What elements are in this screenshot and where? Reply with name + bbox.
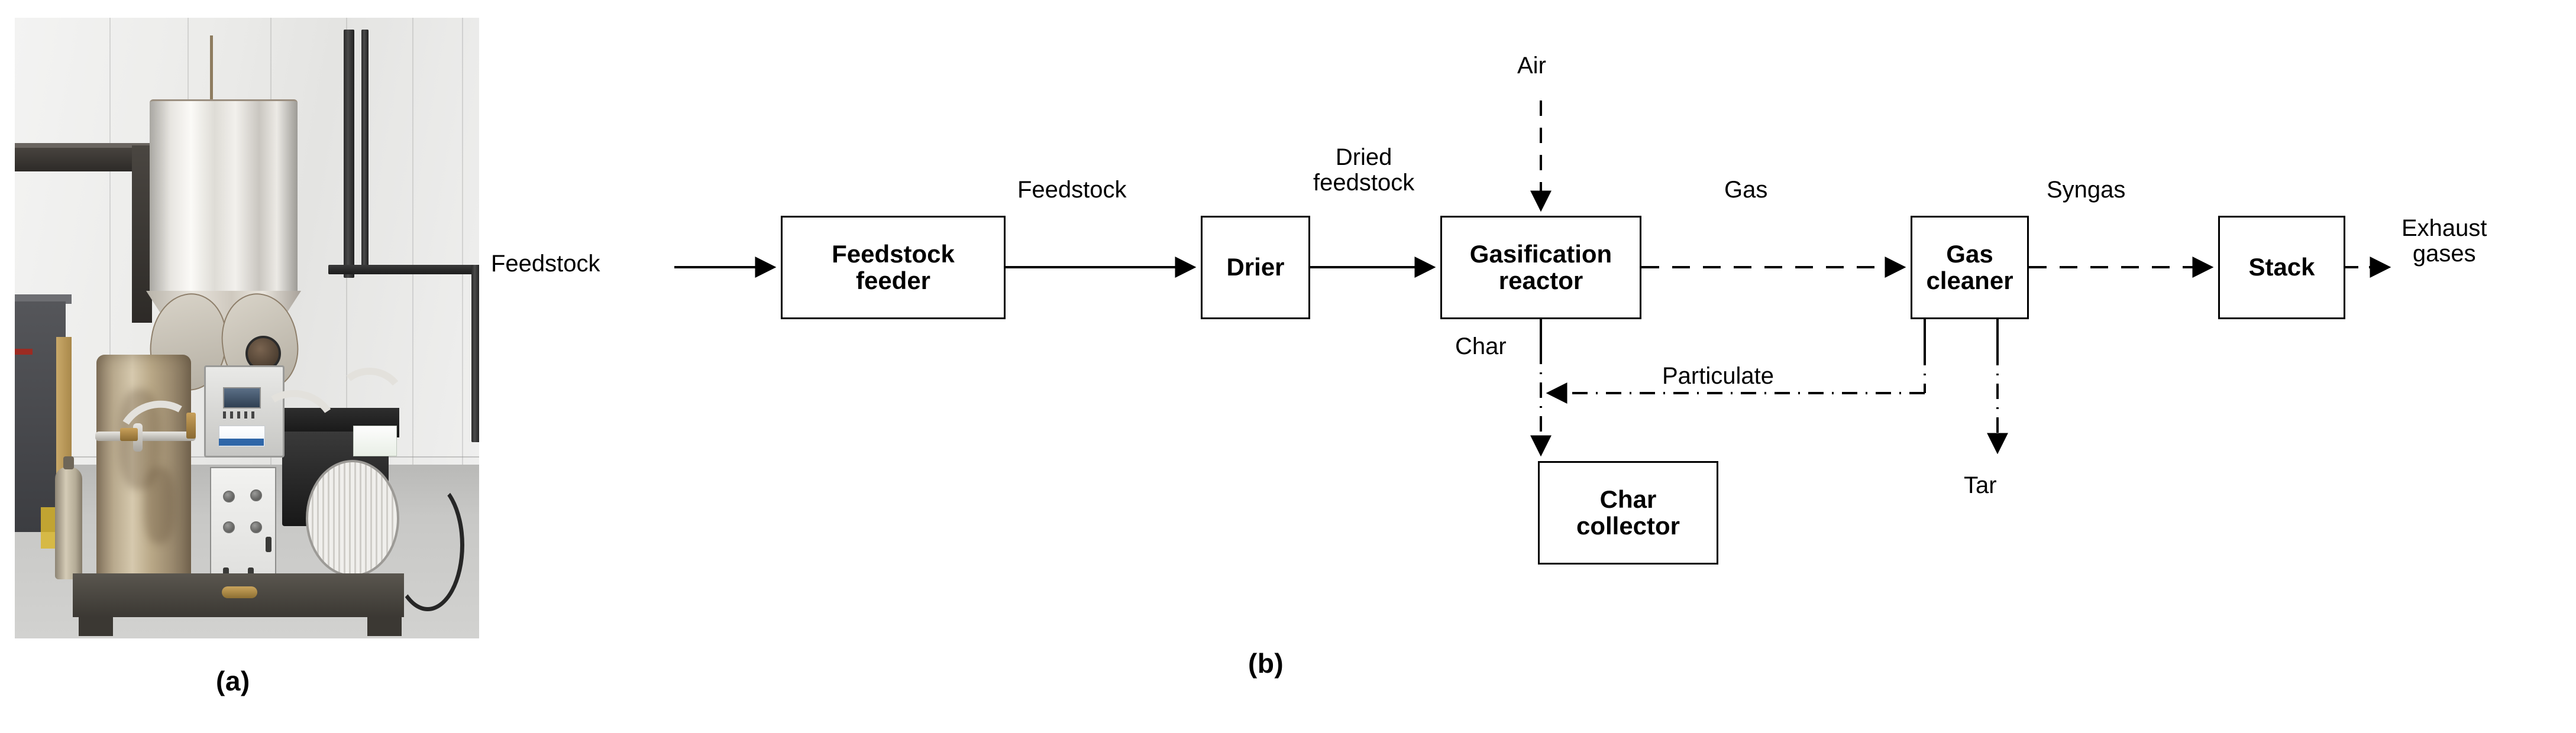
panel-a-caption: (a) [216,666,250,696]
gas-bottle [55,467,82,579]
panel-b-caption: (b) [1248,648,1284,679]
block-label: Drier [1226,253,1285,281]
label-char: Char [1455,333,1507,359]
block-label: Char collector [1576,485,1680,540]
vessel-smudge [144,467,174,544]
valve-handle [186,413,196,439]
cabinet-button-row [223,411,258,419]
hopper-support-rod [210,35,213,102]
wall-seam [412,18,413,465]
manufacturer-plate [222,586,257,598]
wall-pipe-vertical-2 [361,30,369,266]
stainless-hopper [150,99,298,296]
block-label: Stack [2248,253,2315,281]
control-knob [223,521,235,533]
control-knob [223,491,235,502]
valve-body [120,428,138,441]
wall-pipe-vertical-3 [471,265,479,442]
label-feedstock-mid: Feedstock [1017,177,1127,203]
label-gas: Gas [1724,177,1768,203]
wall-seam [462,18,463,465]
block-feedstock-feeder[interactable]: Feedstock feeder [781,216,1006,319]
overhead-hood [15,145,150,171]
generator-nameplate [353,426,397,456]
label-air: Air [1517,53,1546,79]
block-gas-cleaner[interactable]: Gas cleaner [1911,216,2029,319]
block-char-collector[interactable]: Char collector [1538,461,1718,565]
wall-seam [109,18,111,465]
skid-foot [79,617,113,636]
label-tar: Tar [1964,472,1997,498]
pipe-manifold [95,432,196,441]
gasifier-photograph [15,18,479,638]
label-feedstock-in: Feedstock [491,251,600,277]
cabinet-sticker-band [219,439,264,446]
skid-foot [367,617,402,636]
generator-end-cover [306,460,399,577]
panel-a-photo-container: (a) [15,18,479,696]
power-cable [391,479,464,611]
hood-edge [15,143,154,148]
block-label: Feedstock feeder [832,240,955,294]
block-stack[interactable]: Stack [2218,216,2345,319]
control-knob [250,521,262,533]
block-label: Gasification reactor [1469,240,1612,294]
wall-pipe-horizontal [328,265,479,274]
label-syngas: Syngas [2047,177,2126,203]
block-label: Gas cleaner [1926,240,2013,294]
rusty-pressure-vessel [96,355,191,591]
label-particulate: Particulate [1662,363,1774,389]
control-switch [223,567,229,578]
label-dried-feedstock: Dried feedstock [1313,144,1415,196]
cabinet-display [223,387,261,408]
wall-pipe-vertical [344,30,354,278]
hood-post [132,145,152,323]
label-exhaust-gases: Exhaust gases [2402,215,2487,267]
panel-b-diagram-container: Feedstock feeder Drier Gasification reac… [485,0,2576,733]
block-gasification-reactor[interactable]: Gasification reactor [1440,216,1641,319]
flow-diagram-svg [674,100,2391,457]
block-drier[interactable]: Drier [1201,216,1310,319]
control-knob [250,489,262,501]
control-switch [248,567,254,578]
red-wall-strip [15,349,33,355]
gas-bottle-cap [63,456,74,469]
control-switch [266,537,272,552]
